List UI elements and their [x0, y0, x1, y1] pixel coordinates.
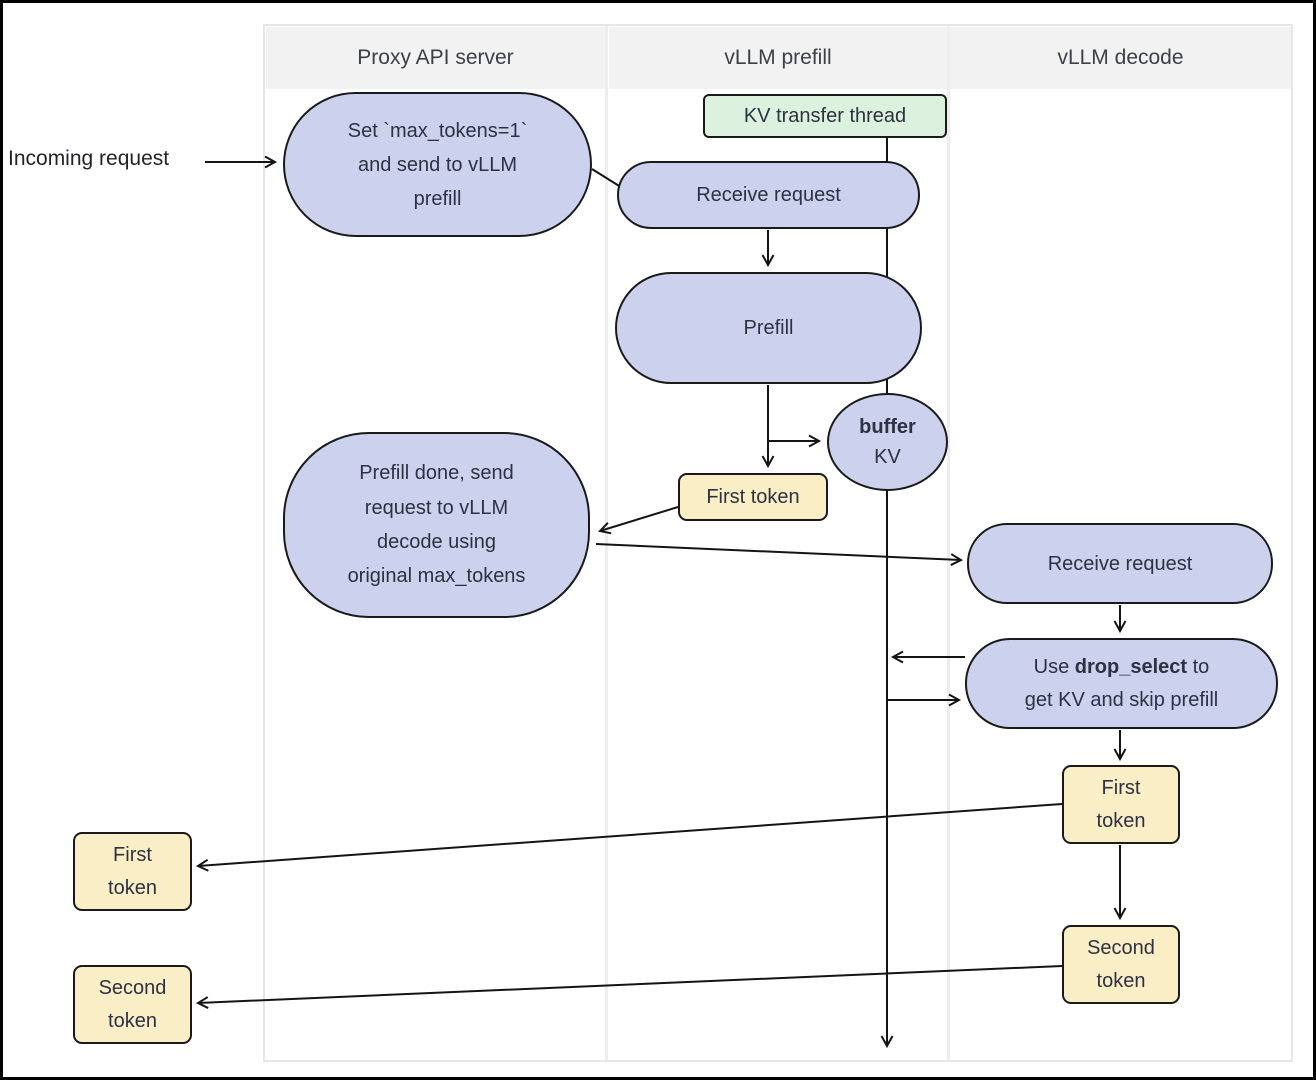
column-header-vllm-decode: vLLM decode: [950, 27, 1291, 89]
node-text: Receive request: [696, 184, 841, 206]
arrow-second-token-to-proxy-out: [195, 965, 1063, 1009]
node-text: KV: [874, 446, 901, 468]
node-text: First token: [706, 486, 800, 508]
node-text: Set `max_tokens=1`: [347, 119, 528, 142]
incoming-request-label: Incoming request: [8, 147, 170, 170]
node-text: prefill: [413, 187, 462, 210]
node-text: Receive request: [1047, 552, 1193, 575]
node-drop-select: Use drop_select to get KV and skip prefi…: [965, 638, 1278, 729]
node-receive-request-prefill: Receive request: [617, 161, 920, 229]
node-text: Use: [1033, 655, 1075, 678]
node-text: Prefill: [743, 317, 794, 339]
column-header-vllm-prefill: vLLM prefill: [609, 27, 947, 89]
node-text: get KV and skip prefill: [1024, 688, 1219, 711]
arrow-first-token-to-prefill-done: [598, 506, 679, 535]
column-header-label: vLLM prefill: [724, 46, 832, 69]
node-text: decode using: [377, 531, 496, 553]
column-header-label: Proxy API server: [357, 46, 514, 69]
column-header-label: vLLM decode: [1057, 46, 1184, 69]
node-text: Use drop_select to: [1034, 651, 1210, 684]
node-buffer-kv: buffer KV: [827, 393, 948, 491]
node-receive-request-decode: Receive request: [967, 523, 1273, 604]
arrow-first-token-to-proxy-out: [195, 803, 1063, 872]
node-prefill: Prefill: [615, 272, 922, 384]
node-text: Prefill done, send: [359, 462, 514, 485]
node-first-token-prefill: First token: [678, 473, 828, 521]
node-text: token: [108, 1009, 157, 1032]
node-text: token: [108, 876, 157, 899]
column-header-proxy-api-server: Proxy API server: [266, 27, 605, 89]
arrow-prefill-done-to-receive-decode: [595, 543, 964, 566]
node-text: buffer: [859, 416, 916, 438]
node-text: to: [1187, 655, 1210, 678]
column-separator: [605, 26, 608, 1060]
column-separator: [947, 26, 950, 1060]
node-text: drop_select: [1074, 655, 1188, 678]
node-first-token-output: First token: [73, 832, 192, 911]
node-text: token: [1096, 809, 1146, 832]
node-text: request to vLLM: [364, 496, 509, 519]
node-second-token-decode: Second token: [1062, 925, 1180, 1004]
node-set-max-tokens: Set `max_tokens=1` and send to vLLM pref…: [283, 92, 592, 237]
node-kv-transfer-thread: KV transfer thread: [703, 94, 947, 138]
node-text: First: [1101, 776, 1141, 799]
node-text: original max_tokens: [347, 565, 526, 588]
node-second-token-output: Second token: [73, 965, 192, 1044]
node-text: token: [1096, 969, 1146, 992]
node-text: Second: [1087, 936, 1155, 959]
node-first-token-decode: First token: [1062, 765, 1180, 844]
node-text: KV transfer thread: [743, 105, 907, 127]
node-text: and send to vLLM: [358, 153, 517, 176]
node-prefill-done: Prefill done, send request to vLLM decod…: [283, 432, 590, 618]
node-text: First: [113, 843, 152, 866]
node-text: Second: [98, 976, 167, 999]
